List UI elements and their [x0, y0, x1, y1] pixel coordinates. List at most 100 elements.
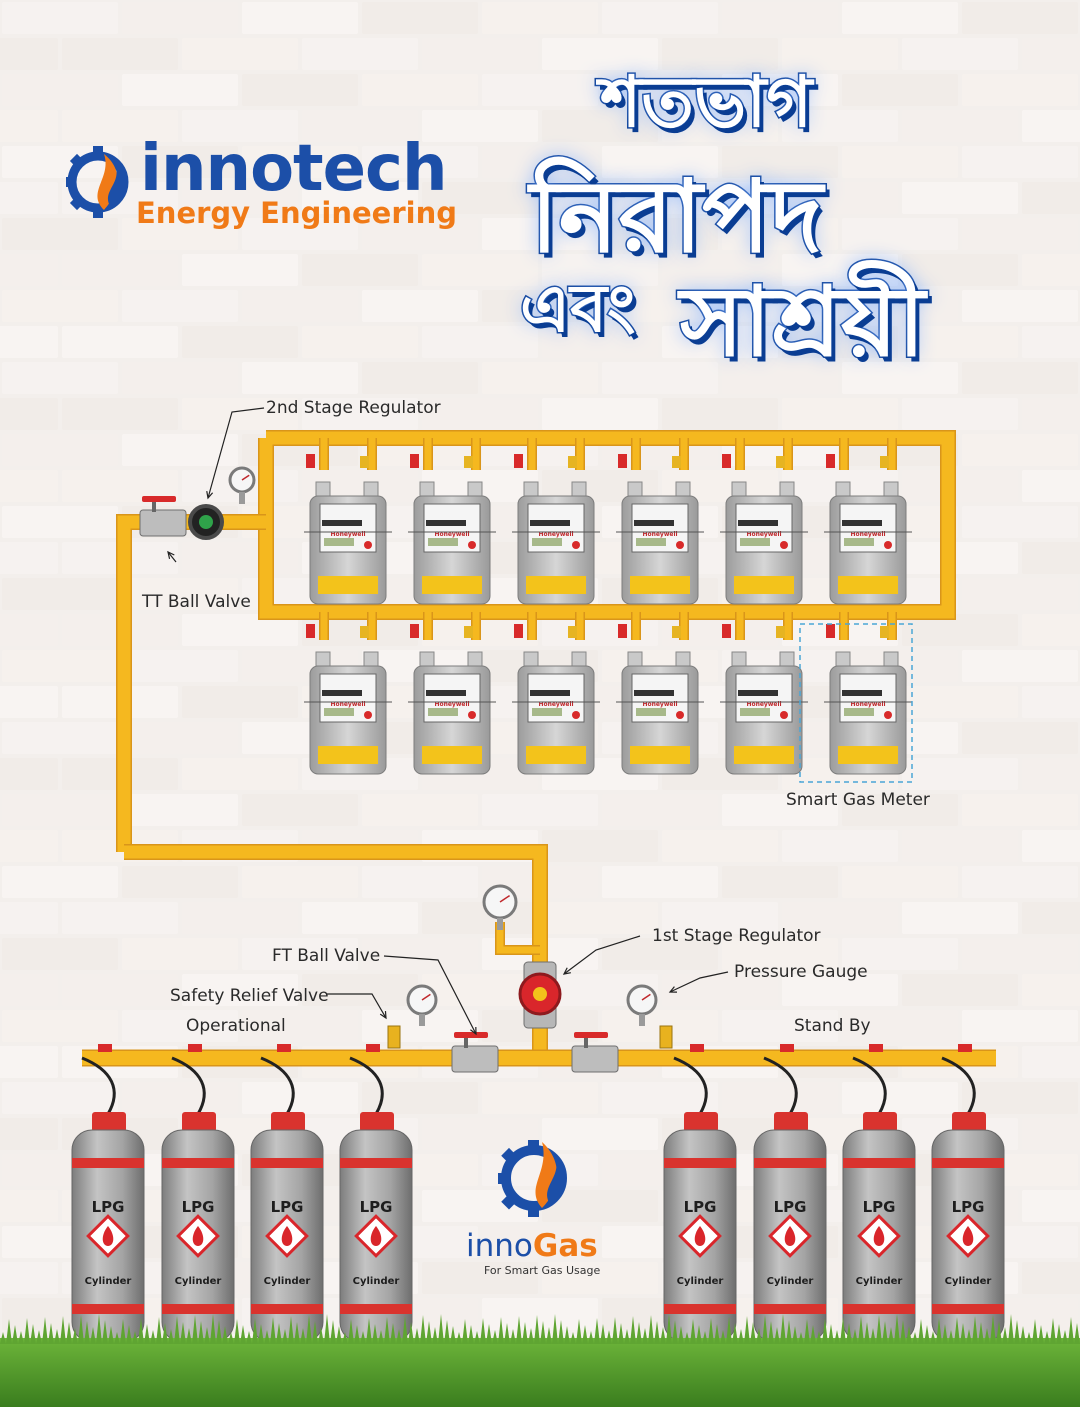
brick [422, 1118, 538, 1150]
brick [662, 110, 778, 142]
brick [1022, 1118, 1080, 1150]
brick [962, 1082, 1078, 1114]
flame-icon [784, 1226, 796, 1246]
pipe [117, 515, 266, 852]
cylinder-header-valve [869, 1044, 883, 1052]
brick [2, 866, 118, 898]
meter-valve-handle [306, 454, 315, 468]
brick [962, 722, 1078, 754]
brick [542, 182, 658, 214]
brick [542, 902, 658, 934]
brand-subtitle: Energy Engineering [136, 196, 457, 230]
brick [2, 290, 118, 322]
brick [182, 254, 298, 286]
valve-handle [142, 496, 176, 502]
cylinder-band [843, 1304, 915, 1314]
meter-button [572, 541, 580, 549]
smart-gas-meter: Honeywell [720, 454, 808, 605]
brick [1022, 614, 1080, 646]
smart-gas-meter: Honeywell [824, 454, 912, 605]
cylinder-type-label: Cylinder [677, 1276, 724, 1287]
brick [0, 326, 58, 358]
brick [122, 290, 238, 322]
brick [2, 1082, 118, 1114]
leader-line [326, 993, 387, 1019]
brick [362, 146, 478, 178]
brick [242, 1010, 358, 1042]
meter-outlet [675, 481, 691, 497]
brand-name: innotech [140, 132, 448, 206]
meter-counter [842, 520, 882, 526]
meter-counter [634, 520, 674, 526]
meter-outlet [571, 481, 587, 497]
brick [122, 578, 238, 610]
cylinder-lpg-label: LPG [271, 1198, 304, 1216]
brick [1022, 1046, 1080, 1078]
brick [122, 650, 238, 682]
meter-valve-handle [826, 624, 835, 638]
brick [0, 1046, 58, 1078]
meter-lcd [740, 708, 770, 716]
brick [0, 758, 58, 790]
brick [842, 2, 958, 34]
brick [662, 254, 778, 286]
brick [722, 218, 838, 250]
brick [902, 614, 1018, 646]
innogas-name: innoGas [466, 1228, 598, 1264]
brick [782, 182, 898, 214]
valve-stem [584, 1036, 588, 1048]
meter-valve-handle [722, 624, 731, 638]
brick [242, 2, 358, 34]
brick [662, 398, 778, 430]
brick [242, 218, 358, 250]
meter-valve-handle [618, 454, 627, 468]
pressure-gauge-standby [626, 984, 658, 1026]
gear-flame-icon [66, 146, 129, 218]
smart-gas-meter: Honeywell [304, 624, 392, 775]
brick [962, 362, 1078, 394]
brick [2, 74, 118, 106]
pipe [259, 431, 955, 619]
brick [962, 578, 1078, 610]
brick [122, 1010, 238, 1042]
flame-icon [281, 1226, 293, 1246]
cylinder-header-valve [277, 1044, 291, 1052]
brick [962, 218, 1078, 250]
regulator-center [199, 515, 213, 529]
cylinder-band [162, 1158, 234, 1168]
meter-valve-handle [410, 454, 419, 468]
brick [782, 38, 898, 70]
brick [722, 146, 838, 178]
valve-body [139, 509, 187, 537]
meter-inlet [627, 651, 643, 667]
brick [302, 110, 418, 142]
meter-cap [464, 456, 473, 468]
cylinder-valve-guard [952, 1112, 986, 1132]
gauge-needle [421, 993, 431, 1001]
meter-button [572, 711, 580, 719]
brick [302, 902, 418, 934]
brick [422, 110, 538, 142]
meter-outlet [467, 481, 483, 497]
leader-arrowhead [206, 491, 214, 500]
brick [0, 254, 58, 286]
label-stand-by: Stand By [794, 1016, 871, 1036]
meter-outlet [883, 481, 899, 497]
brick [722, 74, 838, 106]
meter-cap [776, 456, 785, 468]
cylinder-band [754, 1304, 826, 1314]
pipe-edge [116, 514, 266, 852]
smart-gas-meter: Honeywell [616, 454, 704, 605]
brick [842, 290, 958, 322]
meter-counter [738, 690, 778, 696]
brick [842, 218, 958, 250]
brick [302, 326, 418, 358]
flame-icon [102, 1226, 114, 1246]
brick [842, 938, 958, 970]
meter-cap [568, 456, 577, 468]
brick [362, 866, 478, 898]
meter-outlet [363, 651, 379, 667]
